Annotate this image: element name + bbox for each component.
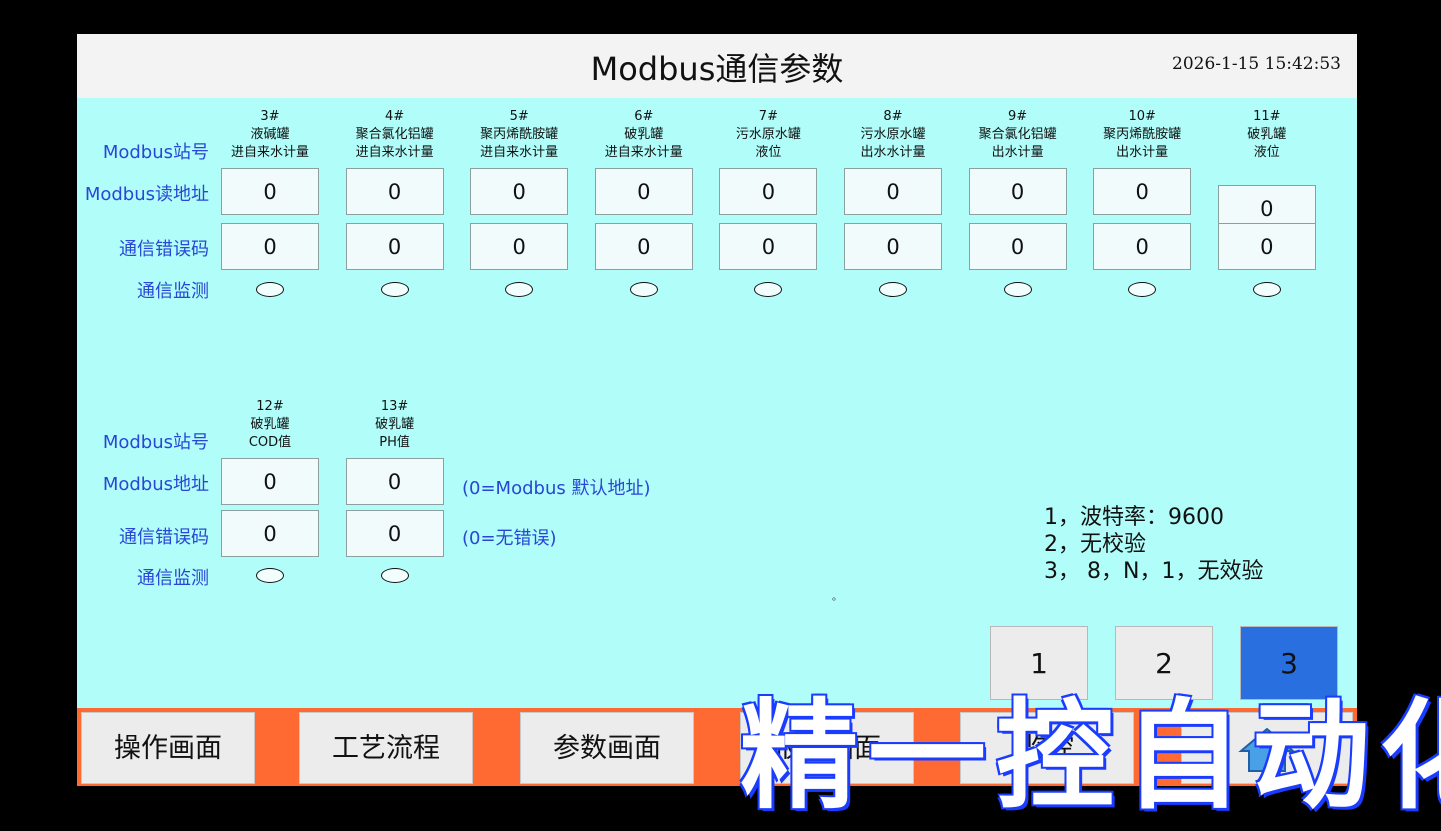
- comm-status-indicator: [380, 282, 409, 297]
- frame-format-text: 3， 8，N，1，无效验: [1044, 559, 1264, 584]
- address-field[interactable]: 0: [594, 168, 693, 215]
- datetime-display: 2026-1-15 15:42:53: [1172, 54, 1341, 74]
- column-heading: 10# 聚丙烯酰胺罐 出水计量: [1103, 109, 1182, 160]
- error-code-field[interactable]: 0: [719, 223, 818, 270]
- page-button-2[interactable]: 2: [1115, 626, 1213, 700]
- error-code-field[interactable]: 0: [470, 223, 569, 270]
- comm-status-indicator: [1252, 282, 1281, 297]
- error-code-field[interactable]: 0: [345, 510, 444, 557]
- column-heading: 8# 污水原水罐 出水水计量: [860, 109, 926, 160]
- error-code-field[interactable]: 0: [1093, 223, 1192, 270]
- error-code-field[interactable]: 0: [844, 223, 942, 270]
- serial-info: 1，波特率：9600 2，无校验 3， 8，N，1，无效验: [1044, 504, 1263, 585]
- comm-status-indicator: [380, 568, 409, 583]
- column-heading: 9# 聚合氯化铝罐 出水计量: [978, 109, 1057, 160]
- error-code-field[interactable]: 0: [1217, 223, 1316, 270]
- address-field[interactable]: 0: [470, 168, 569, 215]
- error-code-field[interactable]: 0: [345, 223, 444, 270]
- address-field[interactable]: 0: [345, 458, 444, 505]
- address-note: (0=Modbus 默认地址): [462, 478, 651, 499]
- monitor-label-2: 通信监测: [137, 568, 209, 589]
- nav-process-flow[interactable]: 工艺流程: [299, 712, 473, 784]
- page-button-3[interactable]: 3: [1240, 626, 1338, 700]
- column-heading: 7# 污水原水罐 液位: [735, 109, 801, 160]
- address-field[interactable]: 0: [1093, 168, 1192, 215]
- page-title: Modbus通信参数: [590, 50, 844, 88]
- station-label-2: Modbus站号: [102, 432, 209, 453]
- error-code-field[interactable]: 0: [968, 223, 1067, 270]
- comm-status-indicator: [754, 282, 783, 297]
- baud-rate-text: 1，波特率：9600: [1044, 505, 1224, 530]
- comm-status-indicator: [629, 282, 658, 297]
- address-field[interactable]: 0: [844, 168, 942, 215]
- error-code-field[interactable]: 0: [221, 510, 319, 557]
- nav-bar: 操作画面 工艺流程 参数画面 报警画面 监控: [77, 708, 1357, 786]
- station-label-1: Modbus站号: [102, 142, 209, 163]
- read-address-label: Modbus读地址: [84, 184, 209, 205]
- monitor-label-1: 通信监测: [137, 281, 209, 302]
- nav-home[interactable]: [1181, 712, 1353, 784]
- parity-text: 2，无校验: [1044, 532, 1146, 557]
- nav-operation[interactable]: 操作画面: [81, 712, 255, 784]
- address-field[interactable]: 0: [221, 168, 319, 215]
- error-code-field[interactable]: 0: [594, 223, 693, 270]
- comm-status-indicator: [1003, 282, 1032, 297]
- column-heading: 12# 破乳罐 COD值: [248, 399, 292, 450]
- stray-dot: 。: [832, 592, 842, 603]
- error-note: (0=无错误): [462, 528, 557, 549]
- page-button-1[interactable]: 1: [990, 626, 1088, 700]
- comm-status-indicator: [879, 282, 907, 297]
- comm-status-indicator: [505, 282, 534, 297]
- address-field[interactable]: 0: [345, 168, 444, 215]
- column-heading: 6# 破乳罐 进自来水计量: [604, 109, 683, 160]
- column-heading: 11# 破乳罐 液位: [1247, 109, 1287, 160]
- home-icon: [1238, 727, 1296, 772]
- column-heading: 3# 液碱罐 进自来水计量: [230, 109, 309, 160]
- watermark-logo: 精一控自动化: [740, 687, 1441, 825]
- nav-parameters[interactable]: 参数画面: [520, 712, 694, 784]
- comm-status-indicator: [256, 568, 284, 583]
- address-field[interactable]: 0: [221, 458, 319, 505]
- error-code-label-2: 通信错误码: [119, 527, 209, 548]
- nav-alarms[interactable]: 报警画面: [740, 712, 914, 784]
- column-heading: 13# 破乳罐 PH值: [375, 399, 415, 450]
- title-bar: Modbus通信参数 2026-1-15 15:42:53: [77, 34, 1357, 98]
- error-code-label-1: 通信错误码: [119, 239, 209, 260]
- comm-status-indicator: [1128, 282, 1157, 297]
- hmi-screen: Modbus通信参数 2026-1-15 15:42:53 Modbus站号 M…: [77, 34, 1357, 786]
- nav-monitor[interactable]: 监控: [960, 712, 1134, 784]
- comm-status-indicator: [256, 282, 284, 297]
- address-field[interactable]: 0: [968, 168, 1067, 215]
- address-field[interactable]: 0: [719, 168, 818, 215]
- address-label-2: Modbus地址: [102, 474, 209, 495]
- column-heading: 4# 聚合氯化铝罐 进自来水计量: [355, 109, 434, 160]
- column-heading: 5# 聚丙烯酰胺罐 进自来水计量: [480, 109, 559, 160]
- error-code-field[interactable]: 0: [221, 223, 319, 270]
